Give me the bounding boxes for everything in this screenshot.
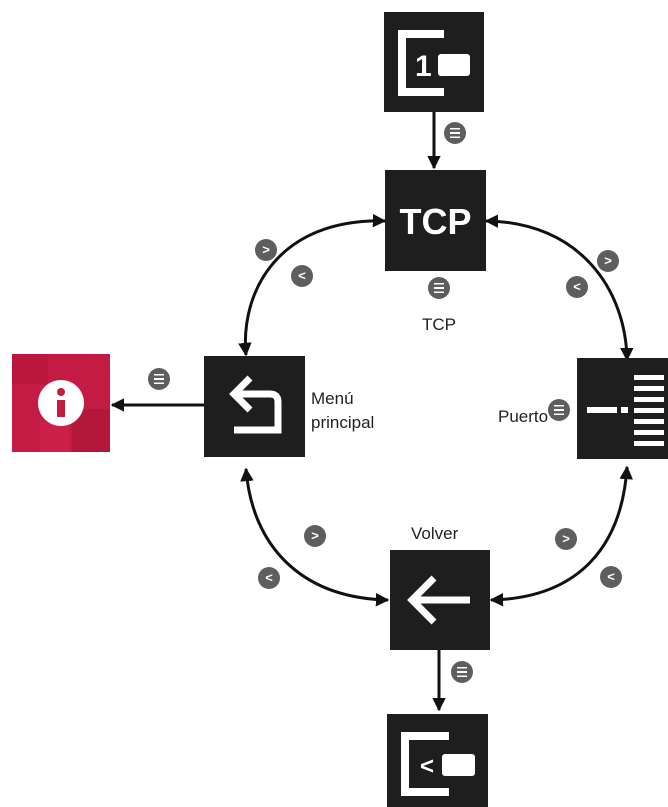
port-tile: [577, 358, 668, 459]
prev-badge: <: [566, 276, 588, 298]
next-badge: >: [597, 250, 619, 272]
left-arrow-icon: [407, 575, 470, 625]
svg-text:<: <: [420, 753, 434, 780]
info-icon: [12, 354, 110, 452]
enter-badge: ≡: [148, 368, 170, 390]
network-back-icon: <: [401, 732, 475, 796]
port-label: Puerto: [498, 407, 549, 426]
main-menu-label-line2: principal: [311, 413, 375, 432]
arrow-menu-back: [240, 467, 390, 607]
tcp-label: TCP: [422, 315, 456, 334]
svg-text:TCP: TCP: [400, 201, 472, 242]
return-arrow-icon: [229, 375, 282, 434]
prev-badge: <: [258, 567, 280, 589]
network-tile-top: 1: [384, 12, 484, 112]
svg-text:1: 1: [415, 50, 432, 83]
next-badge: >: [555, 528, 577, 550]
enter-badge: ≡: [548, 399, 570, 421]
next-badge: >: [255, 239, 277, 261]
enter-badge: ≡: [444, 122, 466, 144]
arrow-port-back: [489, 465, 633, 607]
back-label: Volver: [411, 524, 459, 543]
network-tile-bottom: <: [387, 714, 488, 807]
enter-badge: ≡: [451, 661, 473, 683]
network-1-icon: 1: [398, 30, 470, 96]
port-list-icon: [587, 375, 664, 446]
enter-badge: ≡: [428, 277, 450, 299]
prev-badge: <: [291, 265, 313, 287]
back-tile: [390, 550, 490, 650]
main-menu-tile: [204, 356, 305, 457]
main-menu-label-line1: Menú: [311, 389, 354, 408]
arrow-tcp-menu: [238, 213, 387, 357]
arrow-tcp-port: [484, 214, 634, 362]
tcp-text-icon: TCP: [400, 201, 472, 242]
next-badge: >: [304, 525, 326, 547]
tcp-tile: TCP: [385, 170, 486, 271]
info-tile: [12, 354, 110, 452]
prev-badge: <: [600, 566, 622, 588]
